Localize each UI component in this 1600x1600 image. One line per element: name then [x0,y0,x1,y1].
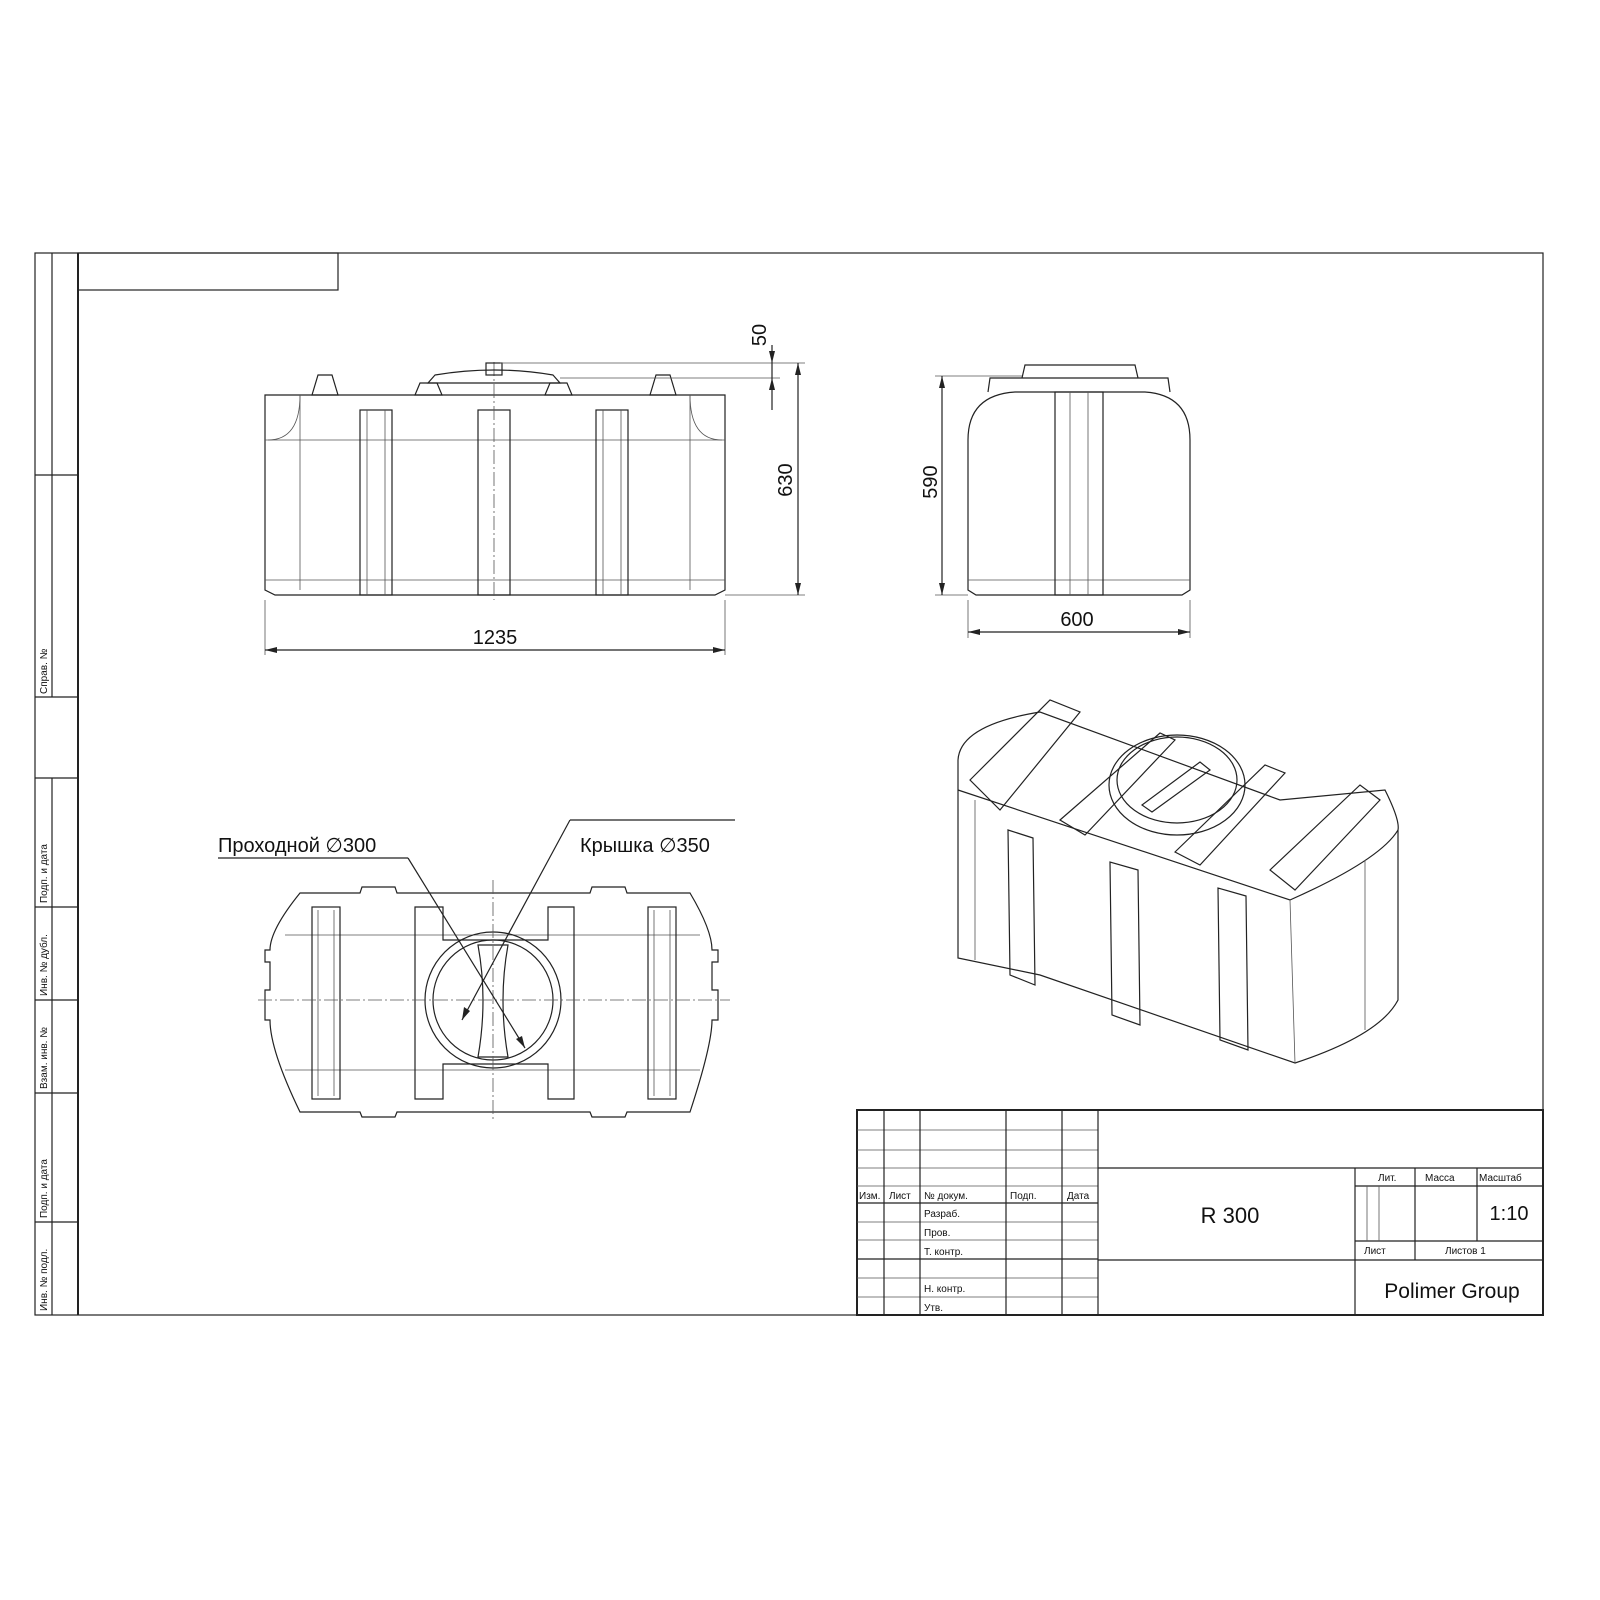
inv-podl-label: Инв. № подл. [39,1249,50,1311]
lid-callout: Крышка ∅350 [580,835,710,857]
sheet-label: Лист [1364,1246,1386,1257]
role-prov: Пров. [924,1228,950,1239]
dimension-width: 600 [1060,609,1093,631]
podp-data-label-1: Подп. и дата [39,844,50,903]
sheets-count: Листов 1 [1445,1246,1486,1257]
sheet-frame [34,252,1544,1316]
podp-data-label-2: Подп. и дата [39,1159,50,1218]
inv-dubl-label: Инв. № дубл. [38,934,50,996]
isometric-view [957,699,1399,1064]
dimension-length: 1235 [473,627,518,649]
scale-value: 1:10 [1490,1203,1529,1225]
dimension-total-height: 630 [775,463,797,496]
drawing-designation: R 300 [1201,1203,1260,1228]
mass-label: Масса [1425,1173,1455,1184]
dimension-side-height: 590 [920,465,942,498]
plan-view: Проходной ∅300 Крышка ∅350 [218,819,735,1122]
header-date: Дата [1067,1191,1090,1202]
header-list: Лист [889,1191,911,1202]
dimension-lid-height: 50 [749,324,771,346]
side-strip-labels: Справ. № Подп. и дата Инв. № дубл. Взам.… [38,648,50,1311]
front-view: 1235 630 50 [264,324,805,655]
header-doc-no: № докум. [924,1191,968,1202]
lit-label: Лит. [1378,1173,1396,1184]
vzam-inv-label: Взам. инв. № [39,1027,50,1089]
header-izm: Изм. [859,1191,880,1202]
role-n-kontr: Н. контр. [924,1284,965,1295]
role-t-kontr: Т. контр. [924,1247,963,1258]
manhole-callout: Проходной ∅300 [218,835,376,857]
role-utv: Утв. [924,1303,943,1314]
sprav-label: Справ. № [39,648,50,694]
scale-label: Масштаб [1479,1172,1522,1184]
title-block: Изм. Лист № докум. Подп. Дата Разраб. Пр… [856,1109,1544,1316]
header-podp: Подп. [1010,1191,1037,1202]
role-razrab: Разраб. [924,1208,960,1220]
organization-name: Polimer Group [1384,1280,1519,1303]
side-view: 590 600 [920,364,1191,638]
